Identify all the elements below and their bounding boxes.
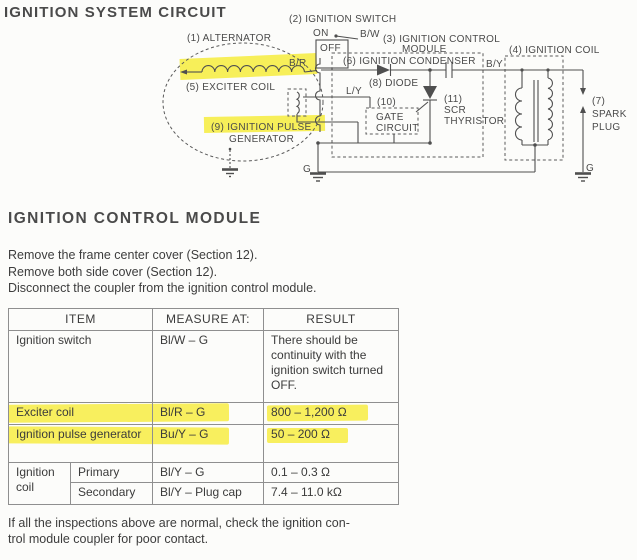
- primary-coil-symbol: [514, 87, 523, 141]
- ignition-circuit-diagram: (1) ALTERNATOR (2) IGNITION SWITCH ON B/…: [162, 14, 627, 182]
- result-secondary: 7.4 – 11.0 kΩ: [263, 482, 400, 505]
- gate-label-3: CIRCUIT: [376, 123, 419, 134]
- exciter-coil-highlight: [179, 53, 318, 80]
- diode-symbol: [377, 64, 390, 76]
- spark-gap-upper-arrow: [580, 88, 586, 95]
- scr-label-1: (11): [444, 94, 462, 105]
- header-measure-at: MEASURE AT:: [152, 308, 265, 331]
- table-row: Ignition coil Primary Bl/Y – G 0.1 – 0.3…: [8, 462, 400, 505]
- pulse-generator-box: [287, 88, 307, 117]
- result-primary: 0.1 – 0.3 Ω: [263, 462, 400, 483]
- ground-left-label: G: [303, 164, 311, 175]
- result-ignition-switch: There should be continuity with the igni…: [263, 330, 400, 403]
- section-heading: IGNITION CONTROL MODULE: [8, 210, 262, 227]
- control-module-label-2: MODULE: [402, 44, 447, 55]
- instruction-line: Disconnect the coupler from the ignition…: [8, 281, 317, 295]
- wire-br-label: B/R: [289, 58, 307, 69]
- table-row: Ignition pulse generator Bu/Y – G 50 – 2…: [7, 424, 400, 463]
- alternator-boundary: [162, 42, 324, 162]
- ignition-switch-label: (2) IGNITION SWITCH: [289, 14, 396, 25]
- instructions: Remove the frame center cover (Section 1…: [8, 247, 317, 297]
- scr-label-2: SCR: [444, 105, 466, 116]
- gate-label-2: GATE: [376, 112, 404, 123]
- result-exciter-coil: 800 – 1,200 Ω: [263, 402, 400, 425]
- spark-gap-lower-arrow: [580, 106, 586, 113]
- page-title: IGNITION SYSTEM CIRCUIT: [4, 4, 227, 21]
- switch-off-label: OFF: [320, 43, 341, 54]
- measure-primary: Bl/Y – G: [152, 462, 265, 483]
- measure-exciter-coil: Bl/R – G: [152, 402, 265, 425]
- scr-symbol: [423, 86, 437, 99]
- diagram-labels: (1) ALTERNATOR (2) IGNITION SWITCH ON B/…: [186, 14, 627, 175]
- measure-ignition-switch: Bl/W – G: [152, 330, 265, 403]
- item-ignition-coil: Ignition coil: [8, 462, 71, 505]
- alternator-label: (1) ALTERNATOR: [187, 33, 271, 44]
- secondary-coil-symbol: [547, 77, 554, 141]
- measure-secondary: Bl/Y – Plug cap: [152, 482, 265, 505]
- pulse-generator-label-1: (9) IGNITION PULSE: [211, 122, 311, 133]
- pulse-generator-symbol: [295, 91, 300, 115]
- footer-note: If all the inspections above are normal,…: [8, 515, 350, 547]
- table-header-row: ITEM MEASURE AT: RESULT: [7, 308, 400, 331]
- footer-line: If all the inspections above are normal,…: [8, 516, 350, 530]
- diagram-highlights: [179, 53, 326, 133]
- table-row: Exciter coil Bl/R – G 800 – 1,200 Ω: [7, 402, 400, 425]
- wire-ly-label: L/Y: [346, 86, 362, 97]
- gate-label-1: (10): [377, 97, 396, 108]
- condenser-label: (6) IGNITION CONDENSER: [343, 56, 476, 67]
- circuit-wires: [180, 34, 591, 182]
- pulse-generator-highlight: [203, 114, 326, 133]
- spark-plug-label-1: (7): [592, 96, 605, 107]
- inspection-table: ITEM MEASURE AT: RESULT Ignition switch …: [7, 308, 400, 505]
- instruction-line: Remove the frame center cover (Section 1…: [8, 248, 258, 262]
- diode-label: (8) DIODE: [369, 78, 418, 89]
- measure-ignition-pulse-generator: Bu/Y – G: [152, 424, 265, 463]
- gate-circuit-box: [365, 107, 419, 135]
- item-ignition-pulse-generator: Ignition pulse generator: [7, 424, 154, 463]
- header-result: RESULT: [263, 308, 400, 331]
- item-exciter-coil: Exciter coil: [7, 402, 154, 425]
- switch-blade: [335, 35, 359, 40]
- spark-plug-label-2: SPARK: [592, 109, 627, 120]
- ignition-control-module-box: [331, 52, 484, 158]
- ground-right-label: G: [586, 163, 594, 174]
- pulse-generator-label-2: GENERATOR: [229, 134, 294, 145]
- wire-by-label: B/Y: [486, 59, 503, 70]
- header-item: ITEM: [7, 308, 154, 331]
- control-module-label-1: (3) IGNITION CONTROL: [383, 34, 500, 45]
- switch-on-label: ON: [313, 28, 329, 39]
- exciter-coil-label: (5) EXCITER COIL: [186, 82, 275, 93]
- ignition-coil-box: [504, 55, 564, 161]
- wire-bw-label: B/W: [360, 29, 380, 40]
- result-ignition-pulse-generator: 50 – 200 Ω: [263, 424, 400, 463]
- exciter-arrow: [180, 69, 187, 75]
- instruction-line: Remove both side cover (Section 12).: [8, 264, 218, 279]
- ignition-coil-label: (4) IGNITION COIL: [509, 45, 600, 56]
- exciter-coil-symbol: [201, 65, 305, 73]
- table-row: Secondary Bl/Y – Plug cap 7.4 – 11.0 kΩ: [9, 482, 400, 505]
- footer-line: trol module coupler for poor contact.: [8, 532, 209, 546]
- item-sub-primary: Primary: [69, 462, 154, 483]
- spark-plug-label-3: PLUG: [592, 122, 620, 133]
- table-row: Ignition switch Bl/W – G There should be…: [7, 330, 400, 403]
- item-ignition-switch: Ignition switch: [7, 330, 154, 403]
- item-sub-secondary: Secondary: [69, 482, 154, 505]
- coil-core: [533, 80, 539, 142]
- scr-label-3: THYRISTOR: [444, 116, 504, 127]
